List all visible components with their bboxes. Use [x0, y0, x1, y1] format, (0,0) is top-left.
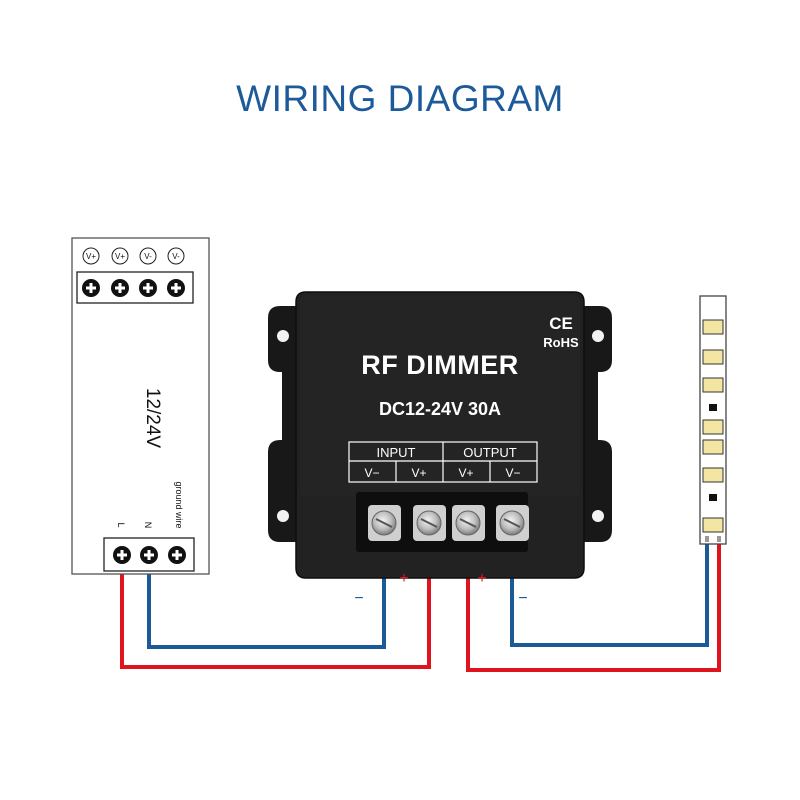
led-chip: [702, 377, 724, 393]
dimmer-top-face: [300, 296, 580, 496]
led-chip: [702, 439, 724, 455]
led-chip: [702, 467, 724, 483]
terminal-label-output-pos: V+: [458, 466, 473, 480]
dimmer-screw-4: [496, 505, 529, 541]
io-label-panel: INPUT OUTPUT V− V+ V+ V−: [348, 441, 538, 483]
terminal-label-3: V-: [139, 247, 157, 265]
terminal-label-4: V-: [167, 247, 185, 265]
input-positive-sign: +: [399, 570, 408, 587]
solder-pad: [705, 536, 709, 542]
terminal-label-2: V+: [111, 247, 129, 265]
bottom-screw-ground: [168, 546, 186, 564]
resistor-chip: [709, 404, 717, 411]
input-label: INPUT: [377, 445, 416, 460]
led-strip: [699, 295, 727, 545]
led-chip: [702, 349, 724, 365]
ground-wire-label: ground wire: [174, 481, 184, 528]
mounting-hole-icon: [277, 510, 289, 522]
terminal-label-text: V-: [172, 252, 180, 261]
negative-input-wire: [147, 545, 386, 649]
negative-output-wire: [510, 542, 709, 647]
resistor-chip: [709, 494, 717, 501]
top-screw-1: [82, 279, 100, 297]
mounting-hole-icon: [277, 330, 289, 342]
l-label: L: [116, 522, 126, 527]
ce-mark: CE: [549, 314, 573, 333]
bottom-screw-n: [140, 546, 158, 564]
terminal-label-text: V-: [144, 252, 152, 261]
output-label: OUTPUT: [463, 445, 517, 460]
wires: [120, 542, 721, 672]
top-screw-3: [139, 279, 157, 297]
top-terminal-labels: V+ V+ V- V-: [82, 247, 185, 265]
power-supply: V+ V+ V- V-: [71, 237, 210, 575]
n-label: N: [143, 522, 153, 529]
terminal-label-text: V+: [115, 252, 125, 261]
terminal-label-input-neg: V−: [364, 466, 379, 480]
rf-dimmer: CE RoHS RF DIMMER DC12-24V 30A INPUT OUT…: [268, 291, 612, 579]
dimmer-rating: DC12-24V 30A: [379, 399, 501, 419]
page-title: WIRING DIAGRAM: [236, 78, 564, 119]
output-positive-sign: +: [477, 570, 486, 587]
dimmer-screw-2: [413, 505, 446, 541]
bottom-screw-l: [113, 546, 131, 564]
terminal-label-1: V+: [82, 247, 100, 265]
voltage-label: 12/24V: [142, 388, 163, 449]
led-chips: [702, 319, 724, 542]
mounting-hole-icon: [592, 510, 604, 522]
positive-output-wire: [466, 542, 721, 672]
led-chip: [702, 517, 724, 533]
led-chip: [702, 419, 724, 435]
terminal-label-text: V+: [86, 252, 96, 261]
output-negative-sign: −: [518, 590, 527, 607]
top-screw-4: [167, 279, 185, 297]
top-screw-2: [111, 279, 129, 297]
rohs-mark: RoHS: [543, 335, 579, 350]
mounting-hole-icon: [592, 330, 604, 342]
terminal-label-input-pos: V+: [411, 466, 426, 480]
wire-signs: − + + −: [354, 570, 527, 607]
dimmer-screw-1: [368, 505, 401, 541]
input-negative-sign: −: [354, 590, 363, 607]
positive-input-wire: [120, 545, 431, 669]
dimmer-screw-3: [452, 505, 485, 541]
solder-pad: [717, 536, 721, 542]
led-chip: [702, 319, 724, 335]
terminal-label-output-neg: V−: [505, 466, 520, 480]
dimmer-name: RF DIMMER: [361, 350, 518, 380]
